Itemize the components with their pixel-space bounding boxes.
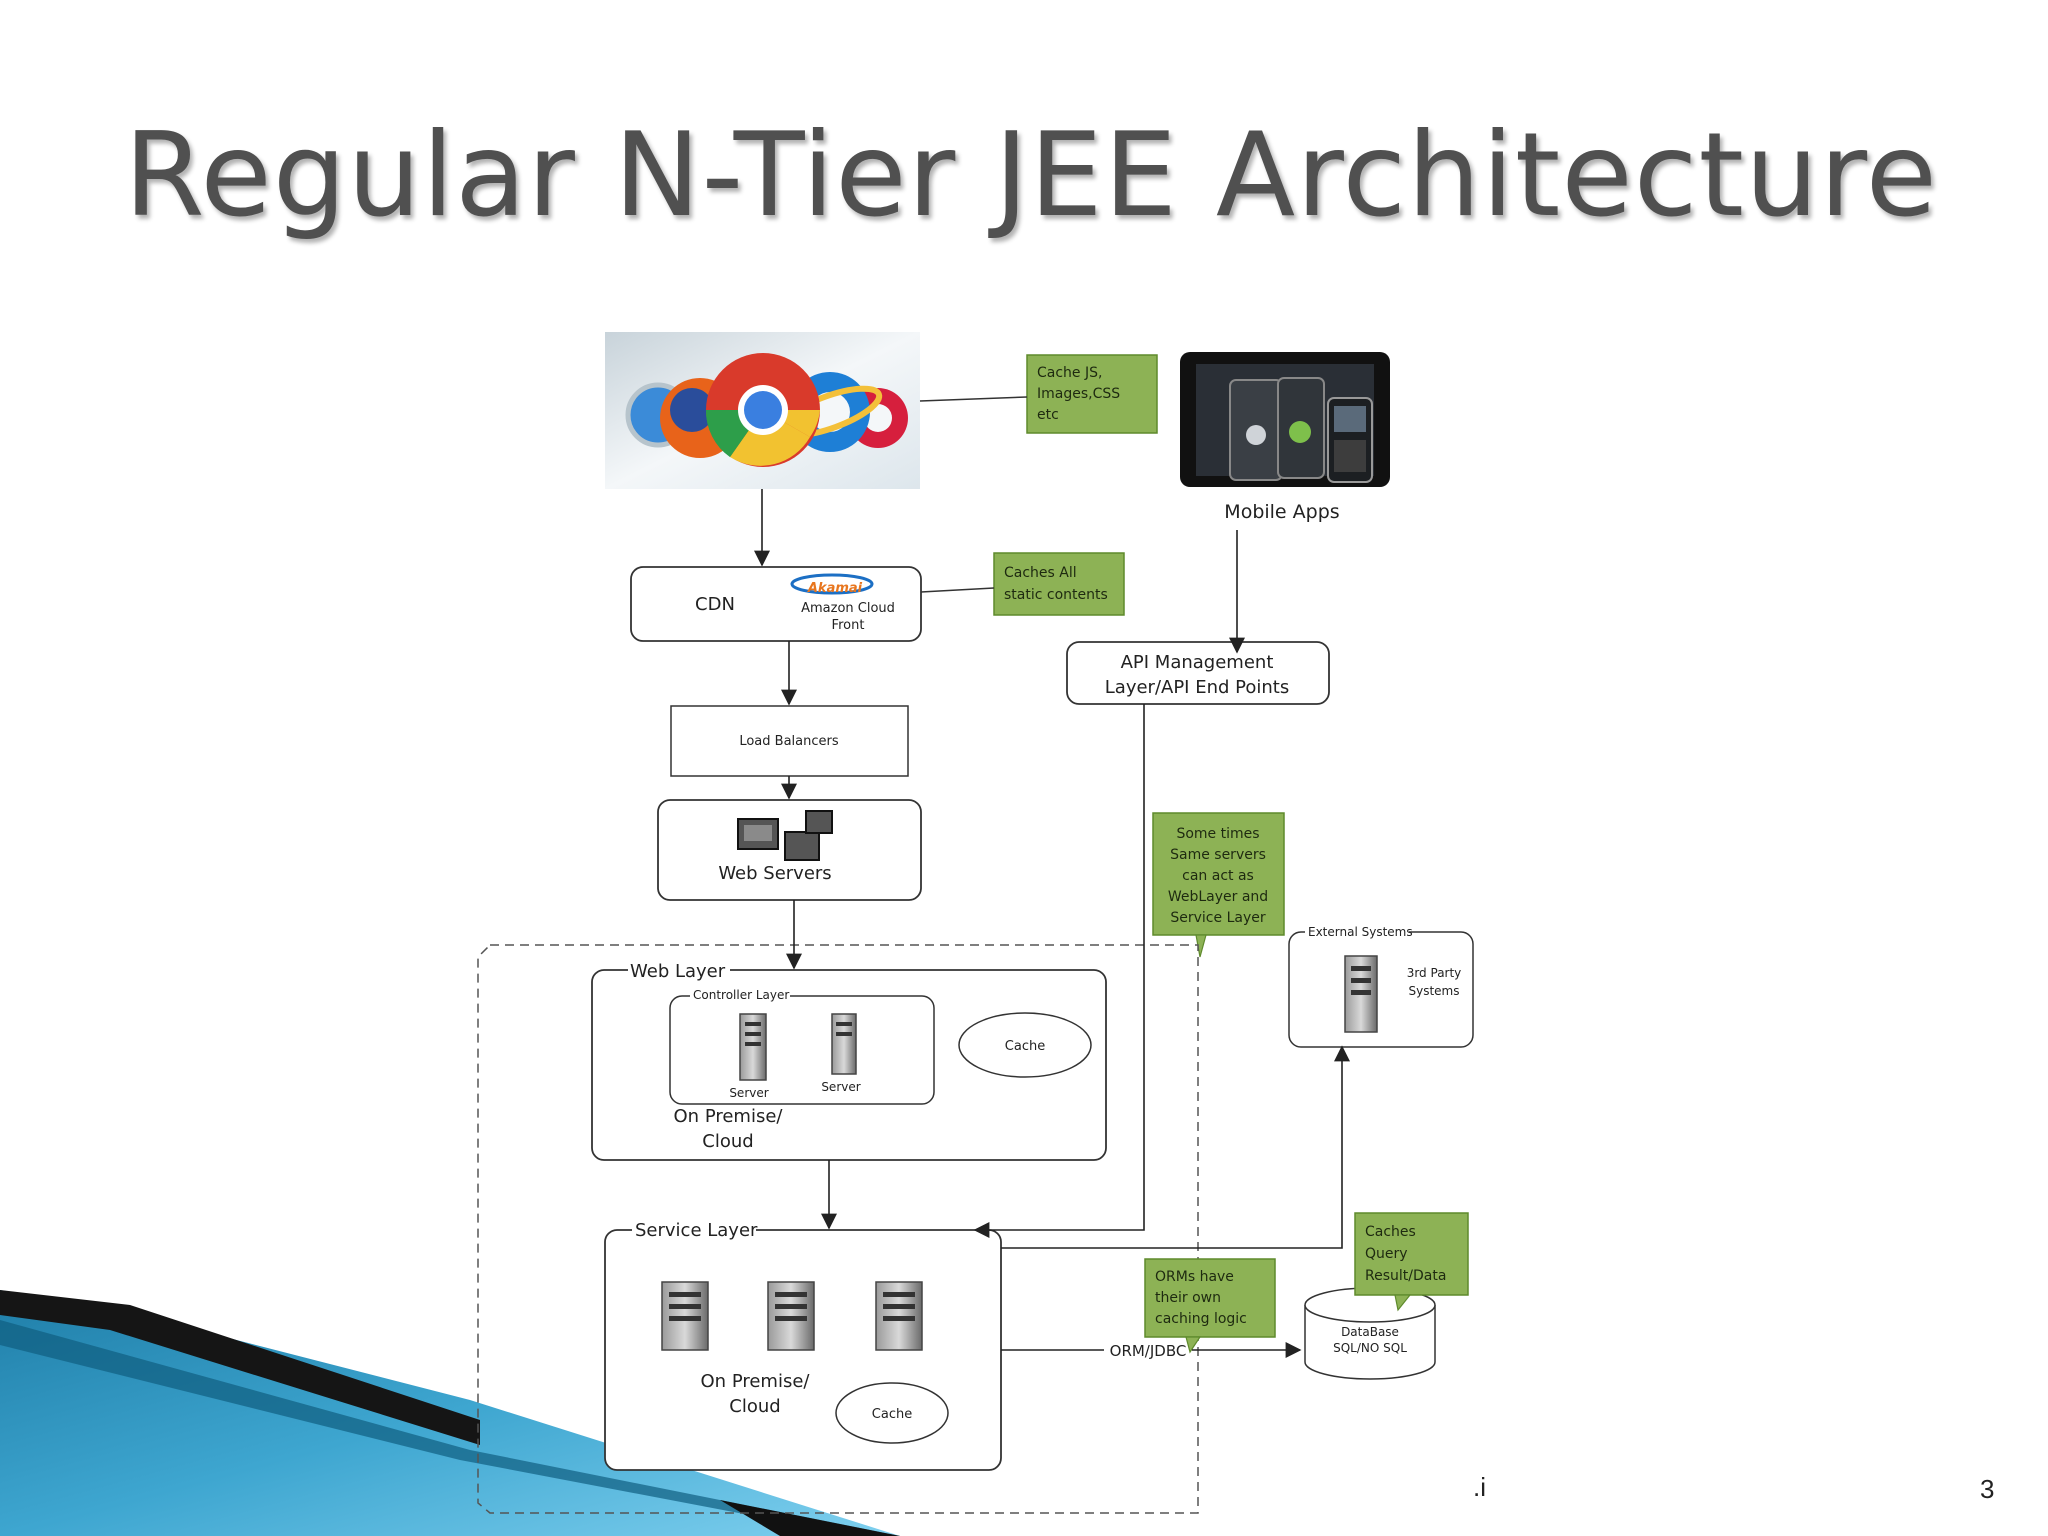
svg-text:On Premise/: On Premise/ — [674, 1106, 784, 1127]
svg-text:On Premise/: On Premise/ — [701, 1371, 811, 1392]
service-cache-ellipse — [835, 1382, 949, 1444]
svg-text:External Systems: External Systems — [1308, 925, 1413, 939]
mobile-apps-label: Mobile Apps — [1224, 501, 1339, 523]
svg-text:Caches All: Caches All — [1004, 565, 1077, 581]
svg-text:Web Servers: Web Servers — [718, 863, 831, 884]
svg-text:Service Layer: Service Layer — [635, 1220, 758, 1241]
dashed-boundary — [477, 944, 1199, 1514]
server-icon — [767, 1281, 815, 1351]
svg-text:Cache: Cache — [872, 1407, 912, 1422]
note-orms: ORMs have their own caching logic — [1144, 1258, 1276, 1354]
akamai-logo-icon — [790, 573, 874, 595]
svg-text:their own: their own — [1155, 1290, 1221, 1306]
svg-text:Same servers: Same servers — [1170, 847, 1266, 863]
web-layer-box: Web Layer Controller Layer Server Server… — [591, 958, 1107, 1161]
server-icon — [739, 1013, 767, 1081]
svg-text:SQL/NO SQL: SQL/NO SQL — [1333, 1341, 1407, 1355]
svg-text:Front: Front — [832, 618, 865, 633]
svg-text:Cloud: Cloud — [729, 1396, 780, 1417]
note-caches-query: Caches Query Result/Data — [1354, 1212, 1469, 1312]
orm-jdbc-label: ORM/JDBC — [1110, 1342, 1187, 1360]
note-some-times: Some times Same servers can act as WebLa… — [1152, 812, 1285, 958]
note-cache-js: Cache JS, Images,CSS etc — [1026, 354, 1158, 434]
svg-text:CDN: CDN — [695, 594, 735, 615]
svg-text:Server: Server — [821, 1080, 860, 1094]
svg-text:Cache: Cache — [1005, 1039, 1045, 1054]
svg-text:Some times: Some times — [1176, 826, 1259, 842]
browser-logos-image — [605, 332, 920, 489]
database-cylinder: DataBase SQL/NO SQL — [1304, 1287, 1436, 1380]
svg-text:Images,CSS: Images,CSS — [1037, 386, 1120, 402]
svg-text:Load Balancers: Load Balancers — [739, 734, 839, 749]
mobile-devices-image — [1180, 352, 1390, 487]
svg-text:WebLayer and: WebLayer and — [1168, 889, 1268, 905]
web-servers-box: Web Servers — [657, 799, 922, 901]
note-caches-static: Caches All static contents — [993, 552, 1125, 616]
svg-text:Query: Query — [1365, 1246, 1408, 1262]
server-icon — [875, 1281, 923, 1351]
svg-text:Server: Server — [729, 1086, 768, 1100]
android-icon — [1289, 421, 1311, 443]
svg-text:etc: etc — [1037, 407, 1059, 423]
svg-text:Caches: Caches — [1365, 1224, 1416, 1240]
svg-text:Akamai: Akamai — [807, 581, 863, 596]
svg-text:Controller Layer: Controller Layer — [693, 988, 789, 1002]
svg-text:Result/Data: Result/Data — [1365, 1268, 1446, 1284]
load-balancers-box: Load Balancers — [670, 705, 909, 777]
service-layer-box: Service Layer On Premise/ Cloud Cache — [604, 1218, 1002, 1471]
svg-text:3rd Party: 3rd Party — [1407, 966, 1462, 980]
svg-text:Web Layer: Web Layer — [630, 961, 726, 982]
chrome-icon — [705, 353, 820, 467]
svg-text:Cache JS,: Cache JS, — [1037, 365, 1102, 381]
server-icon — [661, 1281, 709, 1351]
svg-text:Amazon Cloud: Amazon Cloud — [801, 601, 895, 616]
svg-text:DataBase: DataBase — [1341, 1325, 1399, 1339]
api-management-box: API Management Layer/API End Points — [1066, 641, 1330, 705]
external-systems-box: External Systems 3rd Party Systems — [1288, 922, 1474, 1048]
svg-text:Layer/API End Points: Layer/API End Points — [1105, 677, 1289, 698]
svg-text:static contents: static contents — [1004, 587, 1108, 603]
svg-text:caching logic: caching logic — [1155, 1311, 1247, 1327]
apple-icon — [1246, 425, 1266, 445]
page-number: 3 — [1980, 1474, 1995, 1504]
server-icon — [1344, 955, 1378, 1033]
slide-title: Regular N-Tier JEE Architecture — [124, 108, 1939, 243]
svg-text:Service Layer: Service Layer — [1170, 910, 1265, 926]
svg-text:API Management: API Management — [1121, 652, 1274, 673]
server-icon — [831, 1013, 857, 1075]
desktop-computer-icon — [737, 810, 833, 861]
svg-text:Systems: Systems — [1409, 984, 1460, 998]
svg-text:ORMs have: ORMs have — [1155, 1269, 1234, 1285]
web-cache-ellipse — [958, 1012, 1092, 1078]
svg-text:Cloud: Cloud — [702, 1131, 753, 1152]
svg-text:can act as: can act as — [1182, 868, 1254, 884]
connectors — [754, 489, 1350, 1358]
cdn-box: CDN Akamai Amazon Cloud Front — [630, 566, 922, 642]
footer-mark: .i — [1473, 1472, 1486, 1502]
